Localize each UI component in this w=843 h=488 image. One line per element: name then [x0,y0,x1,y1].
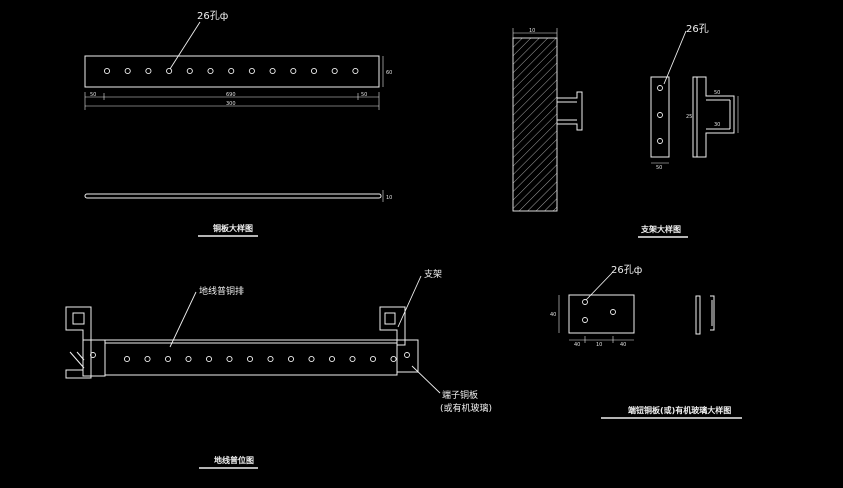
terminal-plate-hole [582,299,588,305]
title-ground-bar-install: 地线普位图 [214,455,254,465]
bracket-detail: 26孔 50 50 30 25 支架大样图 [638,23,739,238]
hole [226,355,233,363]
hole [166,67,173,75]
terminal-plate-side-2 [710,295,715,331]
bar-holes [123,355,397,363]
hole [144,355,151,363]
dim-bracket-h: 30 [714,122,720,128]
dim-terminal-c: 40 [620,342,626,348]
hole [331,67,338,75]
terminal-plate-front [568,294,635,334]
hole [248,67,255,75]
hole [228,67,235,75]
right-bracket-tab [384,312,396,325]
dim-left-end: 50 [90,92,96,98]
dim-terminal-a: 40 [574,342,580,348]
hole-leader-a [169,21,201,70]
dim-middle: 690 [226,92,236,98]
hole [207,67,214,75]
dim-wall-top: 10 [529,28,535,34]
bracket-leader [397,275,422,328]
label-bracket: 支架 [424,268,442,280]
bracket-side-view [692,76,735,158]
wall-bracket [557,91,583,131]
bracket-front-view [650,76,670,158]
dim-terminal-h: 40 [550,312,556,318]
terminal-plate-side [695,295,701,335]
copper-plate-side-view [84,193,382,199]
label-terminal-line1: 端子铜板 [442,389,478,401]
bracket-hole [657,112,663,118]
hole [185,355,192,363]
ground-bar-install-detail: 地线普铜排 支架 端子铜板 (或有机玻璃) 地线普位图 [65,268,492,469]
hole [145,67,152,75]
terminal-hole [404,352,410,358]
hole [390,355,397,363]
title-copper-plate: 铜板大样图 [213,223,253,233]
dim-height: 60 [386,70,392,76]
left-terminal-block [82,339,106,377]
terminal-leader [411,365,441,394]
hole [103,67,111,75]
hole [290,67,297,75]
ground-bar-leader [169,291,197,348]
terminal-plate-detail: 26孔ф 40 40 10 40 端钮铜板(或)有机玻璃大样图 [550,264,742,419]
hole [267,355,274,363]
hole [352,67,359,75]
left-bracket-tab [72,312,85,325]
copper-plate-outline [84,55,380,88]
hole [205,355,213,363]
hole [123,355,131,363]
hole [186,67,193,75]
left-bracket-line [69,351,85,369]
bracket-hole [657,138,663,144]
wall-hatched [512,37,558,212]
terminal-plate-hole [610,309,616,315]
title-bracket-detail: 支架大样图 [640,224,681,234]
dim-overall: 300 [226,101,236,107]
hole-leader-b [663,30,687,85]
terminal-hole [90,352,96,358]
dim-right-end: 50 [361,92,367,98]
title-terminal-detail: 端钮铜板(或)有机玻璃大样图 [628,405,731,415]
hole [369,355,377,363]
hole [164,355,172,363]
label-terminal-line2: (或有机玻璃) [440,402,492,414]
hole [269,67,276,75]
dim-terminal-b: 10 [596,342,602,348]
terminal-plate-hole [582,317,588,323]
plate-holes [103,67,359,75]
ground-bar [104,342,398,376]
hole-label-b: 26孔 [686,23,709,35]
dim-bracket-b: 50 [656,165,662,171]
hole-label-a: 26孔ф [197,10,228,22]
wall-section-detail: 10 [512,28,583,212]
left-bracket [65,306,92,379]
hole [328,355,336,363]
label-ground-bar: 地线普铜排 [199,285,244,297]
hole [308,355,315,363]
dim-bracket-w: 50 [714,90,720,96]
hole-label-c: 26孔ф [611,264,642,276]
bracket-hole [657,85,663,91]
copper-plate-detail: 26孔ф 50 690 50 300 60 10 铜板大样图 [84,10,392,237]
hole-leader-c [585,272,613,301]
dim-bracket-c: 25 [686,114,692,120]
dim-thickness: 10 [386,195,392,201]
hole [310,67,318,75]
hole [349,355,356,363]
hole [124,67,131,75]
hole [246,355,254,363]
hole [287,355,295,363]
